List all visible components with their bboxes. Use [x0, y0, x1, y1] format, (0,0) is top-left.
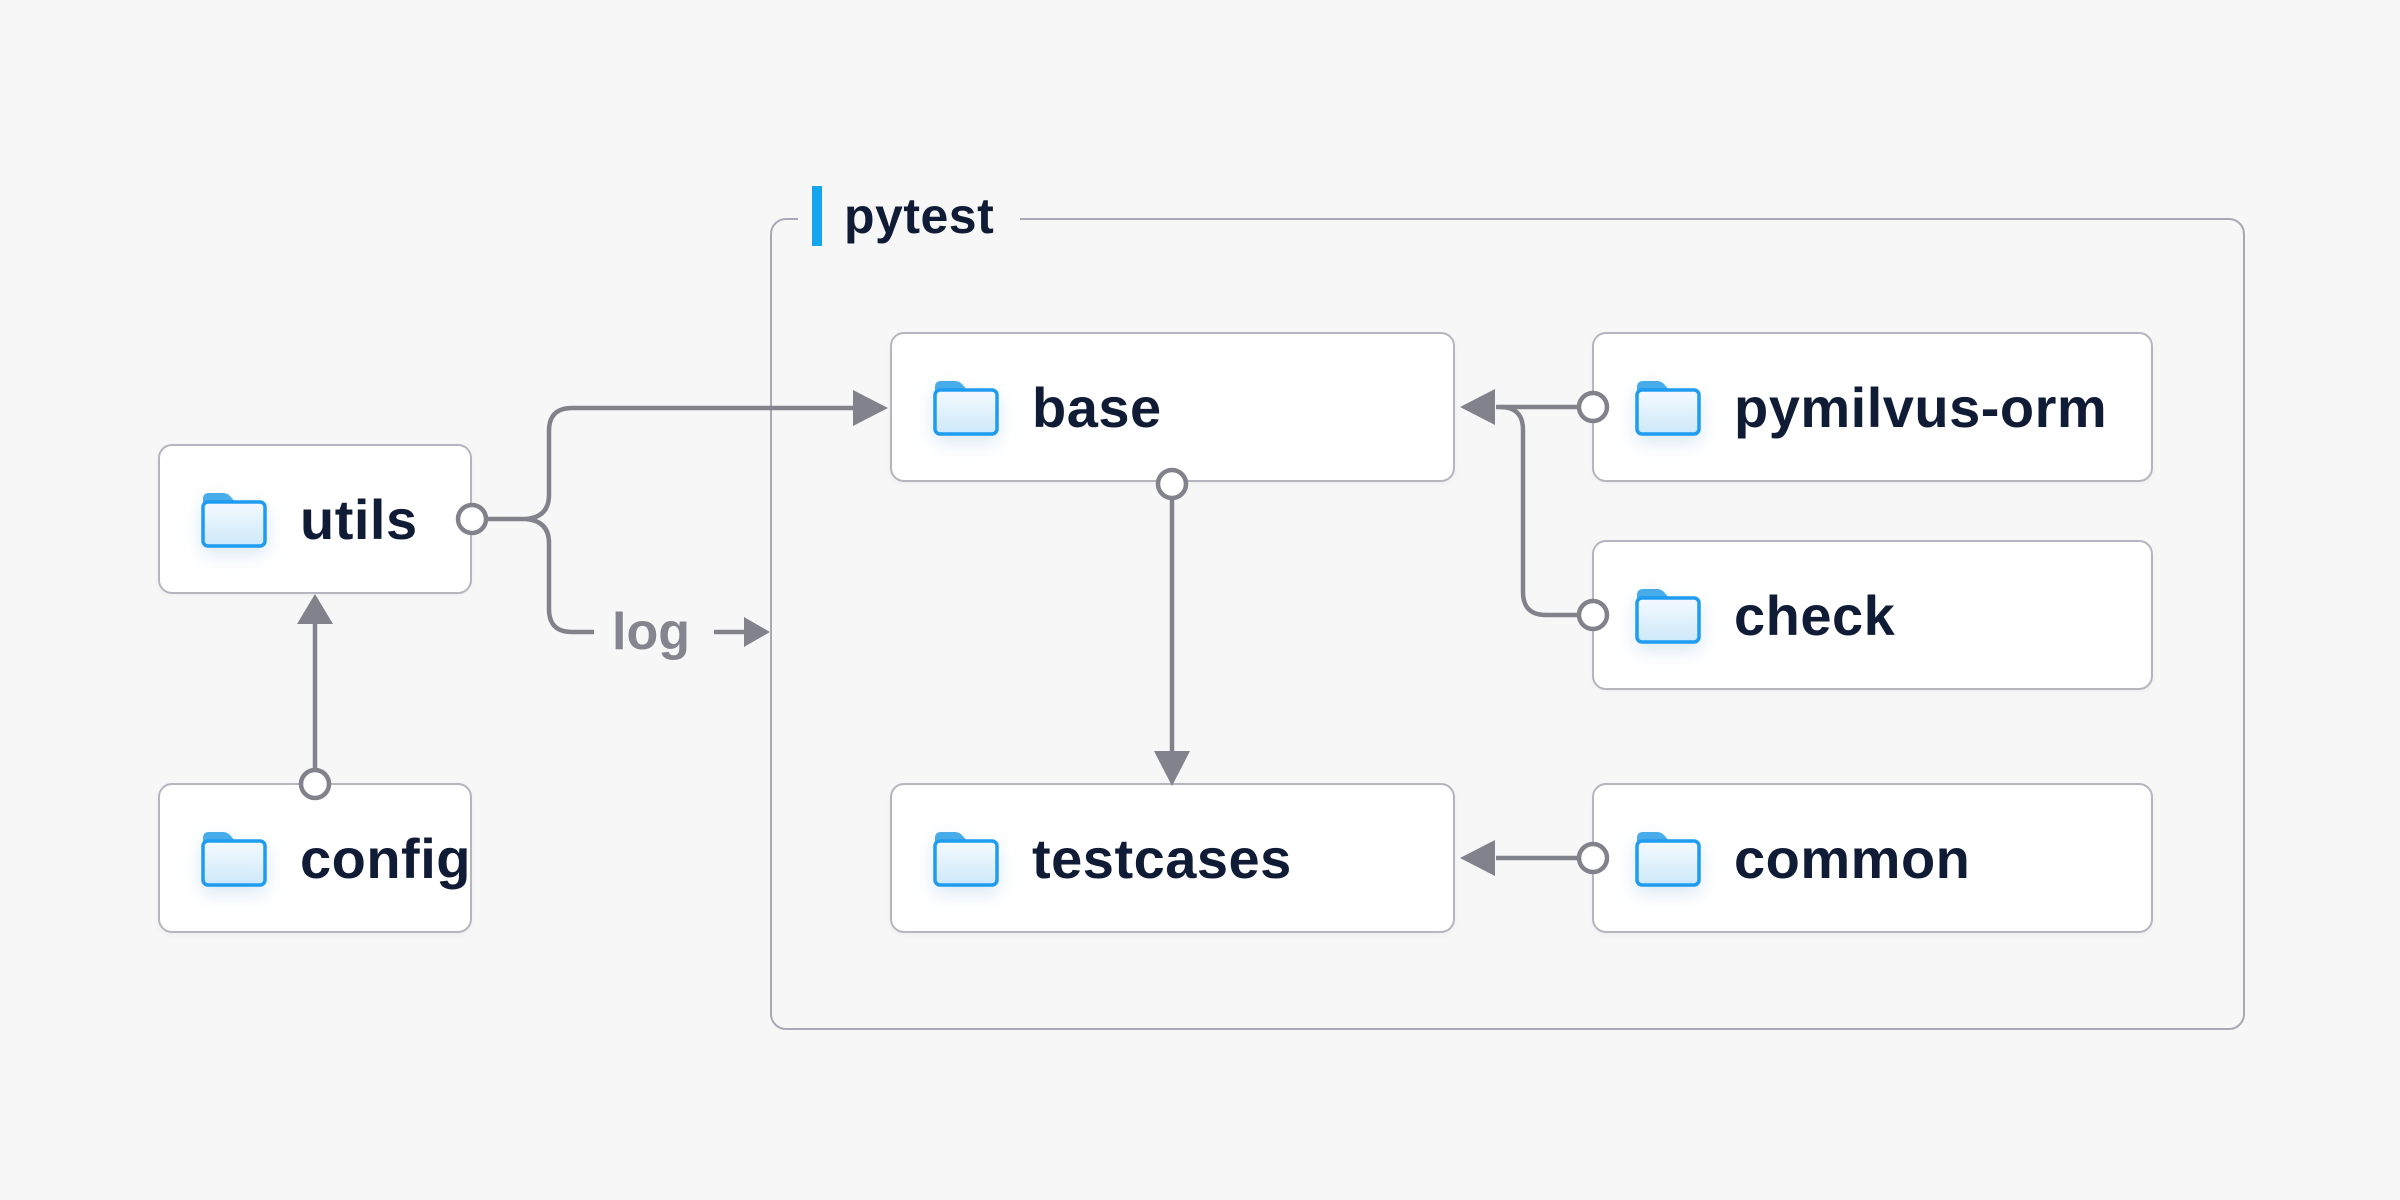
edge-label-log: log: [612, 603, 690, 661]
node-base: base: [890, 332, 1455, 482]
node-label: utils: [300, 487, 418, 551]
folder-icon: [1635, 587, 1701, 644]
node-check: check: [1592, 540, 2153, 690]
pytest-group-title: pytest: [844, 188, 995, 244]
node-utils: utils: [158, 444, 472, 594]
node-label: pymilvus-orm: [1734, 375, 2108, 439]
arrowhead-up-icon: [297, 594, 333, 624]
edge-config-utils: [297, 594, 333, 801]
arrowhead-right-icon: [744, 617, 770, 647]
node-label: base: [1032, 375, 1162, 439]
node-label: common: [1734, 826, 1971, 890]
folder-icon: [933, 830, 999, 887]
node-pymilvus-orm: pymilvus-orm: [1592, 332, 2153, 482]
folder-icon: [201, 830, 267, 887]
folder-icon: [201, 491, 267, 548]
node-label: config: [300, 826, 471, 890]
folder-icon: [933, 379, 999, 436]
node-testcases: testcases: [890, 783, 1455, 933]
accent-bar: [812, 186, 822, 246]
folder-icon: [1635, 830, 1701, 887]
node-config: config: [158, 783, 472, 933]
node-label: testcases: [1032, 826, 1292, 890]
node-common: common: [1592, 783, 2153, 933]
node-label: check: [1734, 583, 1896, 647]
pytest-group-label: pytest: [798, 184, 1021, 248]
folder-icon: [1635, 379, 1701, 436]
pytest-group-container: [770, 218, 2245, 1030]
